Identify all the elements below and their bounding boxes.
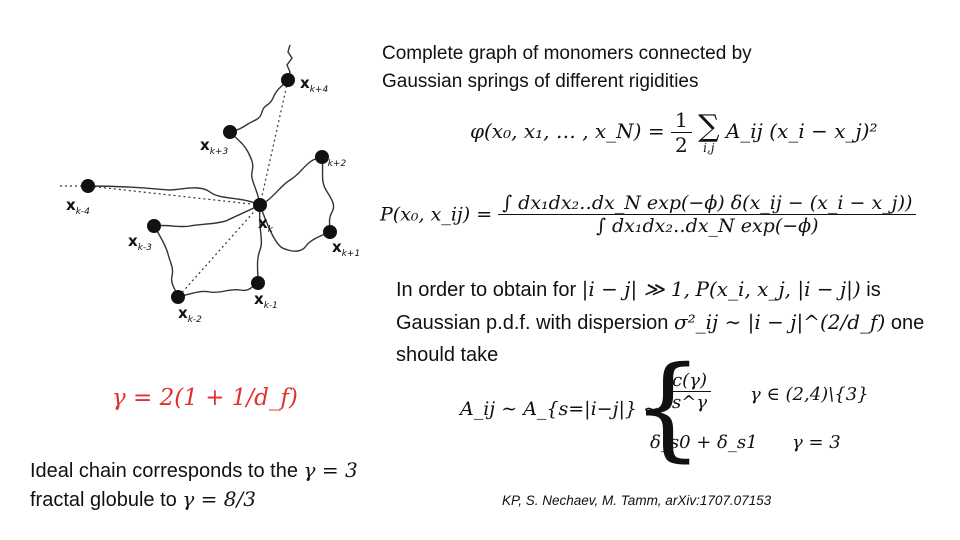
p-fraction: ∫ dx₁dx₂‥dx_N exp(−ϕ) δ(x_ij − (x_i − x_… <box>498 192 917 237</box>
phi-frac-num: 1 <box>674 108 688 132</box>
condition-line-3: should take <box>396 344 499 366</box>
node-label-k+1: xk+1 <box>332 238 360 259</box>
node-label-k-1: xk-1 <box>254 290 278 311</box>
condition-math-1: |i − j| ≫ 1, <box>581 277 690 301</box>
node-k+3 <box>223 125 237 139</box>
node-k+2 <box>315 150 329 164</box>
condition-math-2: P(x_i, x_j, |i − j|) <box>695 277 861 301</box>
phi-frac-den: 2 <box>670 132 692 157</box>
case-1-fraction: c(γ) s^γ <box>668 370 712 413</box>
p-equation: P(x₀, x_ij) = ∫ dx₁dx₂‥dx_N exp(−ϕ) δ(x_… <box>380 192 917 237</box>
case-2-condition: γ = 3 <box>792 432 841 453</box>
title-line-2: Gaussian springs of different rigidities <box>382 71 699 92</box>
note-text-1: Ideal chain corresponds to the <box>30 460 298 482</box>
monomer-graph-diagram: xk+4 xk+3 xk+2 xk-4 xk xk-3 xk+1 xk-2 xk… <box>60 44 360 325</box>
slide-title: Complete graph of monomers connected by … <box>382 40 832 96</box>
a-lhs: A_ij ∼ A_{s=|i−j|} ∼ <box>460 398 659 420</box>
node-label-k-4: xk-4 <box>66 196 90 217</box>
node-k-3 <box>147 219 161 233</box>
title-line-1: Complete graph of monomers connected by <box>382 43 752 64</box>
condition-line-1: In order to obtain for |i − j| ≫ 1, P(x_… <box>396 273 936 306</box>
p-numerator: ∫ dx₁dx₂‥dx_N exp(−ϕ) δ(x_ij − (x_i − x_… <box>502 192 913 214</box>
node-label-k+2: xk+2 <box>318 148 346 169</box>
node-k+1 <box>323 225 337 239</box>
a-equation: A_ij ∼ A_{s=|i−j|} ∼ <box>460 398 659 420</box>
condition-text-1b: is <box>866 279 881 301</box>
node-label-k+4: xk+4 <box>300 74 328 95</box>
node-k <box>253 198 267 212</box>
condition-paragraph: In order to obtain for |i − j| ≫ 1, P(x_… <box>396 273 936 371</box>
chain-type-note: Ideal chain corresponds to the γ = 3 fra… <box>30 456 358 514</box>
phi-equation: φ(x₀, x₁, … , x_N) = 1 2 ∑ i,j A_ij (x_i… <box>470 108 878 157</box>
p-denominator: ∫ dx₁dx₂‥dx_N exp(−ϕ) <box>498 214 917 237</box>
note-text-2: fractal globule to <box>30 489 177 511</box>
reference-citation: KP, S. Nechaev, M. Tamm, arXiv:1707.0715… <box>502 493 772 508</box>
node-label-k: xk <box>258 214 274 235</box>
case-2: δ_s0 + δ_s1 <box>650 432 758 453</box>
node-k-2 <box>171 290 185 304</box>
condition-text-2b: one <box>890 312 925 334</box>
p-lhs: P(x₀, x_ij) = <box>380 203 493 226</box>
dotted-edges <box>60 79 289 298</box>
condition-text-2a: Gaussian p.d.f. with dispersion <box>396 312 669 334</box>
node-k-1 <box>251 276 265 290</box>
condition-text-1a: In order to obtain for <box>396 279 577 301</box>
node-label-k-3: xk-3 <box>128 232 152 253</box>
case-1: c(γ) s^γ <box>668 370 712 413</box>
sum-symbol: ∑ <box>698 108 720 144</box>
note-line-1: Ideal chain corresponds to the γ = 3 <box>30 456 358 485</box>
node-label-k+3: xk+3 <box>200 136 228 157</box>
phi-sum: ∑ i,j <box>698 108 720 155</box>
node-k+4 <box>281 73 295 87</box>
node-label-k-2: xk-2 <box>178 304 202 325</box>
node-k-4 <box>81 179 95 193</box>
condition-math-3: σ²_ij ∼ |i − j|^(2/d_f) <box>673 310 886 334</box>
phi-rhs: A_ij (x_i − x_j)² <box>725 119 878 143</box>
sum-subscript: i,j <box>703 140 715 155</box>
note-math-2: γ = 8/3 <box>182 487 256 511</box>
chain-springs <box>87 44 335 298</box>
phi-lhs: φ(x₀, x₁, … , x_N) = <box>470 119 665 143</box>
phi-half-fraction: 1 2 <box>670 108 692 157</box>
case-1-condition: γ ∈ (2,4)\{3} <box>750 384 869 405</box>
case-1-num: c(γ) <box>672 370 707 391</box>
gamma-formula: γ = 2(1 + 1/d_f) <box>112 385 298 411</box>
piecewise-brace: { <box>632 343 704 473</box>
condition-line-2: Gaussian p.d.f. with dispersion σ²_ij ∼ … <box>396 306 936 339</box>
note-line-2: fractal globule to γ = 8/3 <box>30 485 358 514</box>
case-1-den: s^γ <box>668 391 712 413</box>
monomer-nodes <box>81 73 337 304</box>
note-math-1: γ = 3 <box>303 458 358 482</box>
